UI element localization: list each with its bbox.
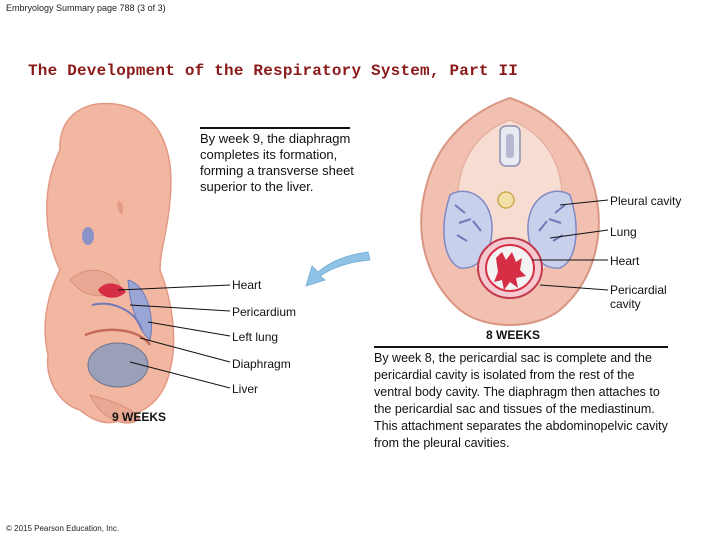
stage-label-9-weeks: 9 WEEKS (112, 410, 167, 424)
stage-label-8-weeks: 8 WEEKS (486, 328, 541, 342)
label-heart-8wk: Heart (610, 254, 640, 268)
label-lung: Lung (610, 225, 637, 239)
label-pleural-cavity: Pleural cavity (610, 194, 682, 208)
caption-9-weeks: By week 9, the diaphragm completes its f… (200, 131, 354, 194)
label-pericardium: Pericardium (232, 305, 297, 319)
embryo-body (44, 102, 175, 424)
description-8-weeks: By week 8, the pericardial sac is comple… (374, 351, 668, 450)
caption-rule (200, 127, 350, 129)
section-leader-lines (532, 199, 609, 291)
embryo-left-lung (127, 279, 153, 341)
embryo-eye (82, 227, 94, 245)
page-title: The Development of the Respiratory Syste… (28, 62, 519, 80)
embryo-pericardium (91, 302, 143, 331)
label-pericardial-cavity: Pericardial cavity (610, 283, 667, 311)
section-esophagus (497, 191, 515, 209)
embryo-leader-lines (117, 284, 231, 389)
embryo-diaphragm (84, 328, 152, 346)
right-lung-texture (538, 204, 566, 242)
label-diaphragm: Diaphragm (232, 357, 291, 371)
embryo-heart (98, 283, 126, 298)
label-liver: Liver (232, 382, 259, 396)
label-heart-9wk: Heart (232, 278, 262, 292)
left-lung-texture (454, 204, 482, 242)
embryo-liver (87, 342, 149, 388)
embryo-ear (117, 200, 124, 214)
cross-section-8-weeks (420, 96, 609, 326)
transition-arrow (305, 251, 371, 287)
heart-chambers (494, 252, 526, 290)
label-left-lung: Left lung (232, 330, 279, 344)
page-header: Embryology Summary page 788 (3 of 3) (6, 3, 166, 13)
section-vertebra (506, 134, 514, 158)
embryo-leg (89, 394, 141, 424)
description-rule (374, 346, 668, 348)
copyright-notice: © 2015 Pearson Education, Inc. (6, 524, 120, 533)
embryo-9-weeks (44, 102, 231, 424)
